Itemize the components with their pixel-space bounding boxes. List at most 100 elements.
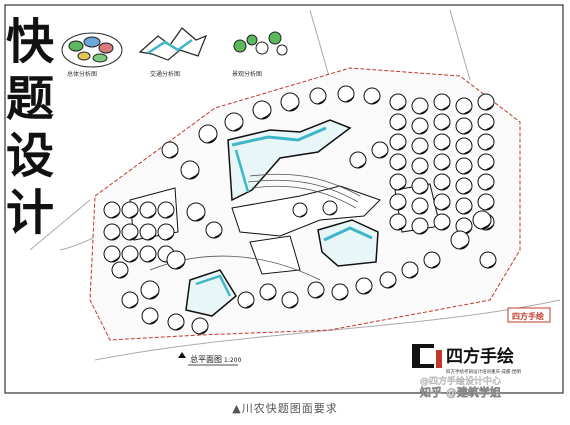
- tree-shadow: [338, 293, 348, 301]
- tree-shadow: [484, 163, 494, 171]
- tree-shadow: [260, 111, 271, 120]
- tree-shadow: [174, 261, 185, 270]
- tree-shadow: [146, 211, 156, 219]
- tree-shadow: [370, 97, 380, 105]
- tree-shadow: [362, 287, 372, 295]
- title-char-3: 设: [6, 128, 54, 184]
- brand-logo: 四方手绘 四方手绘考研设计培训重庆·成都·昆明: [412, 344, 521, 375]
- tree-shadow: [386, 281, 396, 289]
- tree-shadow: [418, 187, 428, 195]
- tree-shadow: [148, 317, 158, 325]
- tree-shadow: [484, 143, 494, 151]
- tree-shadow: [110, 211, 120, 219]
- tree-shadow: [198, 327, 208, 335]
- tree-shadow: [480, 221, 491, 230]
- tree-shadow: [486, 261, 496, 269]
- image-caption: ▲川农快题图面要求: [232, 402, 338, 415]
- tree-shadow: [396, 143, 406, 151]
- tree-shadow: [418, 147, 428, 155]
- title-char-1: 快: [6, 14, 55, 70]
- analysis-diagram-overall: 总体分析图: [61, 32, 123, 78]
- tree-shadow: [168, 151, 178, 159]
- water-feature-south: [185, 269, 237, 317]
- tree-shadow: [128, 211, 138, 219]
- tree-shadow: [462, 207, 472, 215]
- title-char-2: 题: [6, 71, 54, 127]
- tree-shadow: [440, 183, 450, 191]
- watermark-1: @四方手绘设计中心: [420, 375, 501, 387]
- tree-shadow: [118, 271, 128, 279]
- site-plan-drawing: 快 题 设 计 总体分析图 交通分析图 景观分析图: [4, 4, 564, 400]
- tree-shadow: [396, 103, 406, 111]
- legend-label-3: 景观分析图: [232, 70, 262, 78]
- tree-shadow: [146, 233, 156, 241]
- legend-label-1: 总体分析图: [67, 70, 97, 78]
- tree-shadow: [110, 255, 120, 263]
- stamp: 四方手绘: [507, 307, 551, 323]
- stamp-text: 四方手绘: [512, 311, 544, 321]
- tree-shadow: [146, 255, 156, 263]
- tree-shadow: [344, 95, 354, 103]
- tree-shadow: [314, 291, 324, 299]
- tree-shadow: [440, 203, 450, 211]
- tree-shadow: [418, 227, 428, 235]
- tree-shadow: [396, 123, 406, 131]
- logo-brand: 四方手绘: [446, 346, 514, 367]
- tree-shadow: [356, 161, 366, 169]
- tree-shadow: [164, 233, 174, 241]
- tree-shadow: [440, 103, 450, 111]
- tree-shadow: [298, 211, 307, 218]
- title-char-4: 计: [6, 185, 54, 241]
- tree-shadow: [212, 231, 222, 239]
- tree-shadow: [440, 123, 450, 131]
- tree-shadow: [396, 223, 406, 231]
- tree-shadow: [316, 97, 326, 105]
- analysis-diagram-landscape: 景观分析图: [232, 31, 288, 78]
- tree-shadow: [378, 151, 388, 159]
- title-block: 快 题 设 计: [6, 14, 55, 241]
- plan-title: 总平面图 1:200: [178, 352, 241, 366]
- tree-symbols: [103, 85, 497, 335]
- tree-shadow: [148, 291, 159, 300]
- tree-shadow: [484, 183, 494, 191]
- analysis-diagram-traffic: 交通分析图: [138, 27, 208, 78]
- water-feature-east: [317, 219, 379, 267]
- water-feature-north: [227, 119, 352, 202]
- tree-shadow: [206, 135, 217, 144]
- tree-shadow: [440, 143, 450, 151]
- tree-shadow: [484, 203, 494, 211]
- tree-shadow: [484, 103, 494, 111]
- tree-shadow: [408, 271, 418, 279]
- tree-shadow: [418, 127, 428, 135]
- watermark-2: 知乎 @建筑学姐: [419, 385, 501, 399]
- tree-shadow: [430, 261, 440, 269]
- tree-shadow: [128, 233, 138, 241]
- plan-scale: 1:200: [224, 357, 241, 364]
- tree-shadow: [462, 167, 472, 175]
- tree-shadow: [484, 223, 494, 231]
- tree-shadow: [418, 107, 428, 115]
- sheet-border: [4, 4, 564, 394]
- tree-shadow: [462, 187, 472, 195]
- tree-shadow: [396, 163, 406, 171]
- tree-shadow: [194, 213, 205, 222]
- tree-shadow: [288, 301, 298, 309]
- tree-shadow: [462, 147, 472, 155]
- tree-shadow: [244, 301, 254, 309]
- tree-shadow: [164, 211, 174, 219]
- tree-shadow: [328, 209, 337, 216]
- tree-shadow: [396, 203, 406, 211]
- tree-shadow: [484, 123, 494, 131]
- tree-shadow: [232, 123, 243, 132]
- legend-label-2: 交通分析图: [150, 70, 180, 78]
- tree-shadow: [128, 301, 138, 309]
- tree-shadow: [462, 107, 472, 115]
- tree-shadow: [458, 241, 469, 250]
- tree-shadow: [440, 163, 450, 171]
- tree-shadow: [418, 167, 428, 175]
- tree-shadow: [288, 103, 299, 112]
- tree-shadow: [188, 171, 199, 180]
- tree-shadow: [462, 127, 472, 135]
- tree-shadow: [266, 293, 276, 301]
- plan-label: 总平面图: [190, 354, 222, 364]
